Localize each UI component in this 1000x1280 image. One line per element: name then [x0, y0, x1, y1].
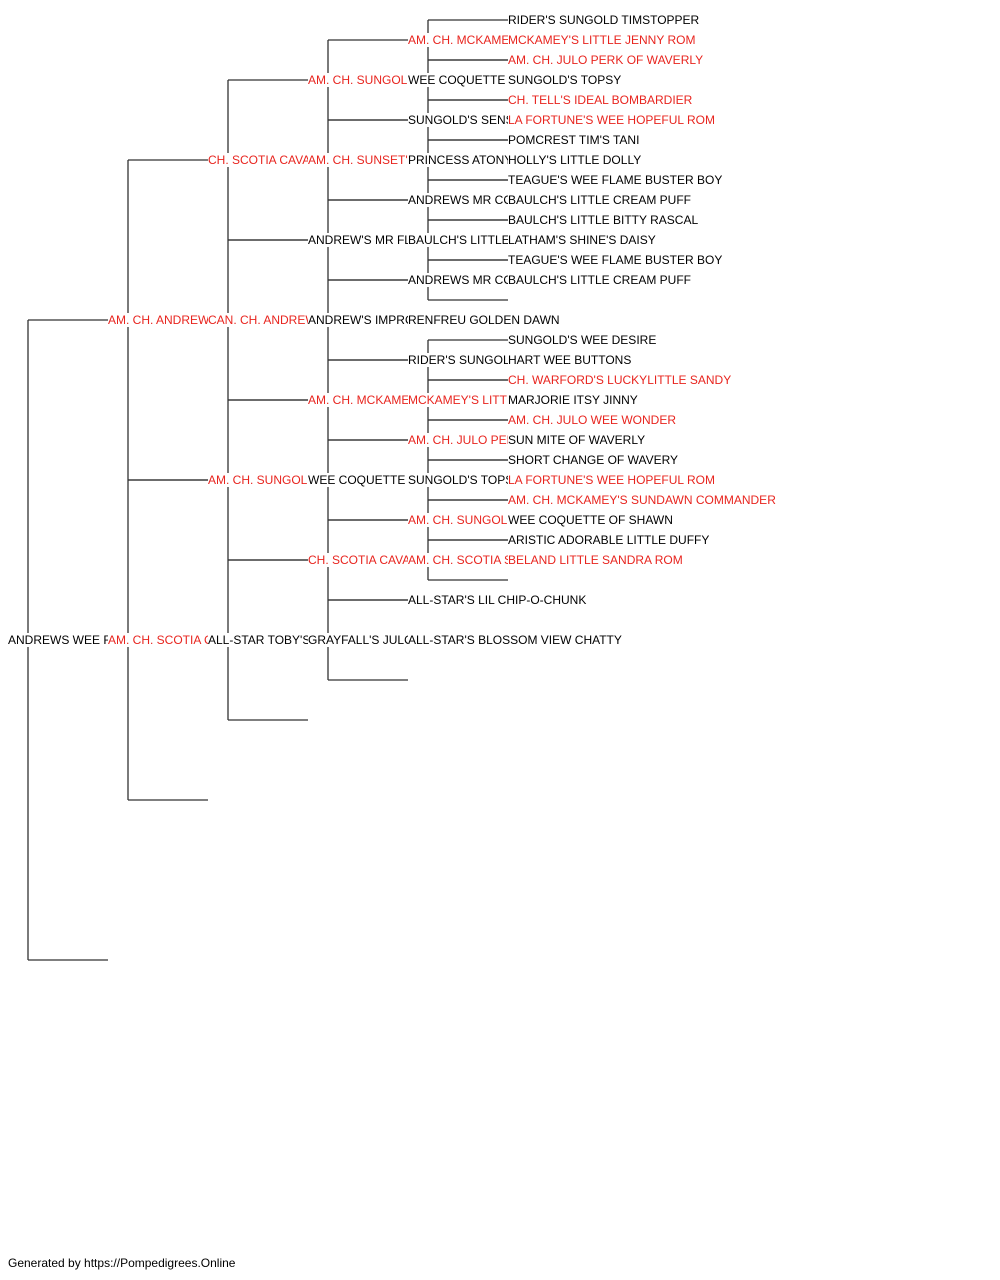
ancestor-name: WEE COQUETTE OF SHAWN	[508, 513, 674, 527]
ancestor-name: ARISTIC ADORABLE LITTLE DUFFY	[508, 533, 711, 547]
ancestor-name: MARJORIE ITSY JINNY	[508, 393, 639, 407]
ancestor-name: BAULCH'S LITTLE CREAM PUFF	[508, 273, 692, 287]
ancestor-name: PRINCESS ATONYA	[408, 153, 521, 167]
ancestor-name: BAULCH'S LITTLE BITTY RASCAL	[508, 213, 700, 227]
ancestor-name: HOLLY'S LITTLE DOLLY	[508, 153, 643, 167]
ancestor-name: AM. CH. JULO PERK OF WAVERLY	[508, 53, 705, 67]
ancestor-name: CH. TELL'S IDEAL BOMBARDIER	[508, 93, 694, 107]
ancestor-name: BAULCH'S LITTLE CREAM PUFF	[508, 193, 692, 207]
ancestor-name: HART WEE BUTTONS	[508, 353, 633, 367]
ancestor-name: ALL-STAR'S LIL CHIP-O-CHUNK	[408, 593, 588, 607]
ancestor-name: LATHAM'S SHINE'S DAISY	[508, 233, 657, 247]
ancestor-name: SUNGOLD'S TOPSY	[508, 73, 623, 87]
ancestor-name: SUNGOLD'S TOPSY	[408, 473, 523, 487]
footer-credit: Generated by https://Pompedigrees.Online	[8, 1256, 236, 1270]
ancestor-name: RENFREU GOLDEN DAWN	[408, 313, 561, 327]
ancestor-name: AM. CH. MCKAMEY'S SUNDAWN COMMANDER	[508, 493, 777, 507]
ancestor-name: SHORT CHANGE OF WAVERY	[508, 453, 680, 467]
ancestor-name: POMCREST TIM'S TANI	[508, 133, 641, 147]
ancestor-name: TEAGUE'S WEE FLAME BUSTER BOY	[508, 253, 724, 267]
ancestor-name: SUNGOLD'S WEE DESIRE	[508, 333, 658, 347]
ancestor-name: LA FORTUNE'S WEE HOPEFUL ROM	[508, 113, 716, 127]
ancestor-name: AM. CH. JULO WEE WONDER	[508, 413, 678, 427]
ancestor-name: CH. WARFORD'S LUCKYLITTLE SANDY	[508, 373, 733, 387]
ancestor-name: RIDER'S SUNGOLD TIMSTOPPER	[508, 13, 701, 27]
ancestor-name: MCKAMEY'S LITTLE JENNY ROM	[508, 33, 697, 47]
ancestor-name: LA FORTUNE'S WEE HOPEFUL ROM	[508, 473, 716, 487]
ancestor-name: ALL-STAR'S BLOSSOM VIEW CHATTY	[408, 633, 623, 647]
ancestor-name: SUN MITE OF WAVERLY	[508, 433, 647, 447]
ancestor-name: BELAND LITTLE SANDRA ROM	[508, 553, 684, 567]
ancestor-name: TEAGUE'S WEE FLAME BUSTER BOY	[508, 173, 724, 187]
